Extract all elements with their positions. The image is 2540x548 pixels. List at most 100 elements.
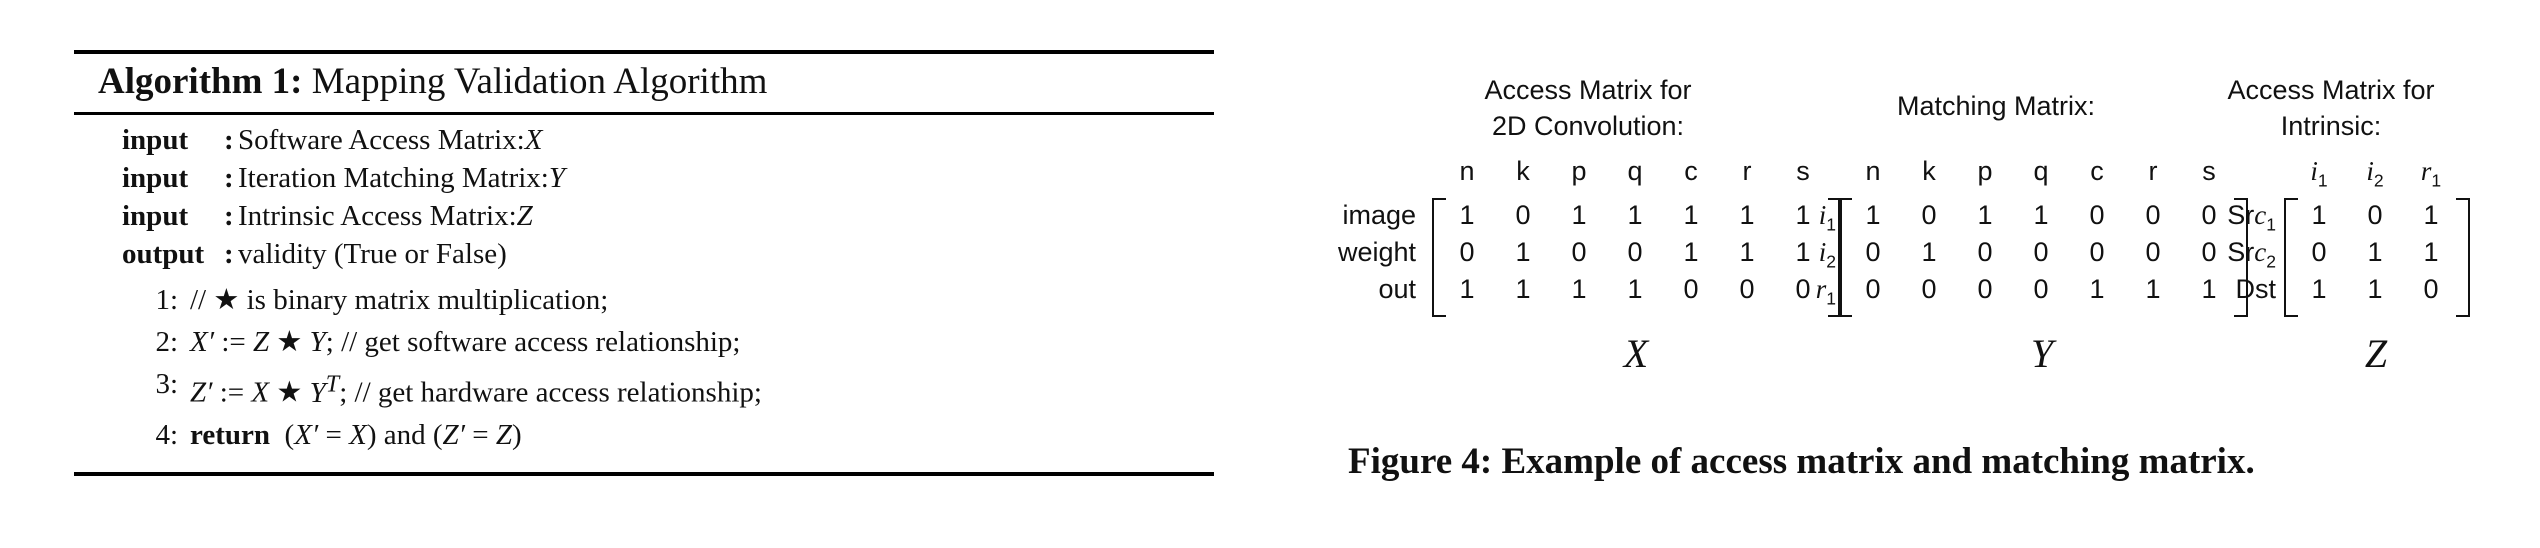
step-list: 1: // ★ is binary matrix multiplication; 2… — [74, 279, 1214, 456]
column-header: r — [1742, 156, 1752, 186]
matrix-cell: 0 — [1865, 237, 1881, 267]
io-colon: : — [224, 200, 234, 232]
matrix-cell: 1 — [1977, 200, 1993, 230]
column-header: k — [1922, 156, 1936, 186]
row-label: out — [1378, 274, 1416, 304]
matrix-cell: 1 — [1627, 200, 1643, 230]
matrix-cell: 0 — [2033, 274, 2049, 304]
matrix-cell: 0 — [1921, 274, 1937, 304]
matrix-cell: 1 — [2311, 200, 2327, 230]
matrix-cell: 0 — [2145, 200, 2161, 230]
row-label: i1 — [1818, 200, 1836, 235]
algorithm-step: 2: X′ := Z ★ Y; // get software access re… — [74, 321, 1214, 363]
matrix-cell: 1 — [2311, 274, 2327, 304]
step-number: 2: — [155, 326, 178, 358]
matrix-cell: 1 — [1865, 200, 1881, 230]
matrix-cell: 1 — [1515, 274, 1531, 304]
matrix-cell: 1 — [2201, 274, 2217, 304]
matrix-cell: 0 — [2423, 274, 2439, 304]
row-label: Dst — [2235, 274, 2277, 304]
matrix-cell: 0 — [1459, 237, 1475, 267]
matrix-cell: 1 — [1627, 274, 1643, 304]
right-bracket — [1828, 198, 1842, 317]
io-text: Intrinsic Access Matrix: — [238, 200, 517, 232]
matrix-cell: 1 — [1571, 274, 1587, 304]
algorithm-box: Algorithm 1: Mapping Validation Algorith… — [74, 50, 1214, 476]
figure-caption: Figure 4: Example of access matrix and m… — [1348, 441, 2255, 482]
matrix-title: Matching Matrix: — [1896, 91, 2096, 121]
matrix-cell: 1 — [2367, 274, 2383, 304]
left-bracket — [2284, 198, 2298, 317]
matrix-cell: 1 — [1795, 200, 1811, 230]
matrix-cell: 0 — [2089, 200, 2105, 230]
step-text: // ★ is binary matrix multiplication; — [190, 284, 609, 316]
left-bracket — [1838, 198, 1852, 317]
column-header: r1 — [2420, 156, 2442, 191]
column-header: i1 — [2310, 156, 2328, 191]
matrix-cell: 1 — [1921, 237, 1937, 267]
matrix-cell: 1 — [2089, 274, 2105, 304]
column-header: q — [2033, 156, 2049, 186]
column-header: p — [1571, 156, 1587, 186]
algorithm-name: Mapping Validation Algorithm — [311, 61, 768, 102]
matrix-cell: 1 — [2145, 274, 2161, 304]
matrix-cell: 1 — [1683, 200, 1699, 230]
column-header: s — [2202, 156, 2216, 186]
matrix-cell: 0 — [1571, 237, 1587, 267]
io-variable: Z — [516, 200, 533, 232]
matrix-name: X — [1623, 331, 1649, 376]
matrix-cell: 1 — [1571, 200, 1587, 230]
algorithm-label: Algorithm 1: — [98, 61, 303, 102]
io-row: input:Iteration Matching Matrix: Y — [74, 159, 1214, 197]
matrix-cell: 1 — [1739, 200, 1755, 230]
io-row: input:Intrinsic Access Matrix: Z — [74, 197, 1214, 235]
column-header: k — [1516, 156, 1530, 186]
column-header: n — [1865, 156, 1881, 186]
matrix-cell: 1 — [1515, 237, 1531, 267]
row-label: r1 — [1815, 274, 1836, 309]
step-text: Z′ := X ★ YT; // get hardware access rel… — [190, 370, 762, 409]
io-colon: : — [224, 124, 234, 156]
algorithm-step: 1: // ★ is binary matrix multiplication; — [74, 279, 1214, 321]
column-header: c — [1684, 156, 1698, 186]
row-label: image — [1342, 200, 1416, 230]
matrix-cell: 0 — [1977, 237, 1993, 267]
step-number: 3: — [155, 368, 178, 400]
row-label: Src1 — [2227, 200, 2276, 235]
matrix-cell: 1 — [2423, 237, 2439, 267]
matrix-name: Z — [2364, 331, 2388, 376]
matrix-cell: 0 — [2201, 200, 2217, 230]
matrix-cell: 0 — [1921, 200, 1937, 230]
matrix-cell: 1 — [1459, 200, 1475, 230]
matrix-cell: 1 — [2423, 200, 2439, 230]
matrix-name: Y — [2030, 331, 2054, 376]
io-row: input:Software Access Matrix: X — [74, 121, 1214, 159]
matrix-cell: 0 — [2311, 237, 2327, 267]
column-header: p — [1977, 156, 1993, 186]
column-header: c — [2090, 156, 2104, 186]
matrix-cell: 1 — [2367, 237, 2383, 267]
matrix-cell: 1 — [1795, 237, 1811, 267]
step-text: X′ := Z ★ Y; // get software access rela… — [190, 326, 741, 358]
algorithm-step: 4:return (X′ = X) and (Z′ = Z) — [74, 414, 1214, 456]
matrix-cell: 0 — [1865, 274, 1881, 304]
column-header: q — [1627, 156, 1643, 186]
matrix-cell: 0 — [2367, 200, 2383, 230]
step-number: 1: — [155, 284, 178, 316]
row-label: weight — [1337, 237, 1416, 267]
column-header: s — [1796, 156, 1810, 186]
matrix-cell: 0 — [2145, 237, 2161, 267]
matrix-cell: 1 — [1683, 237, 1699, 267]
column-header: i2 — [2366, 156, 2384, 191]
step-text: return (X′ = X) and (Z′ = Z) — [190, 418, 522, 451]
matrix-cell: 1 — [2033, 200, 2049, 230]
io-text: validity (True or False) — [238, 238, 507, 270]
io-keyword: output — [122, 238, 205, 270]
io-text: Iteration Matching Matrix: — [238, 162, 549, 194]
row-label: Src2 — [2227, 237, 2276, 272]
column-header: r — [2148, 156, 2158, 186]
io-text: Software Access Matrix: — [238, 124, 525, 156]
matrix-cell: 0 — [1627, 237, 1643, 267]
